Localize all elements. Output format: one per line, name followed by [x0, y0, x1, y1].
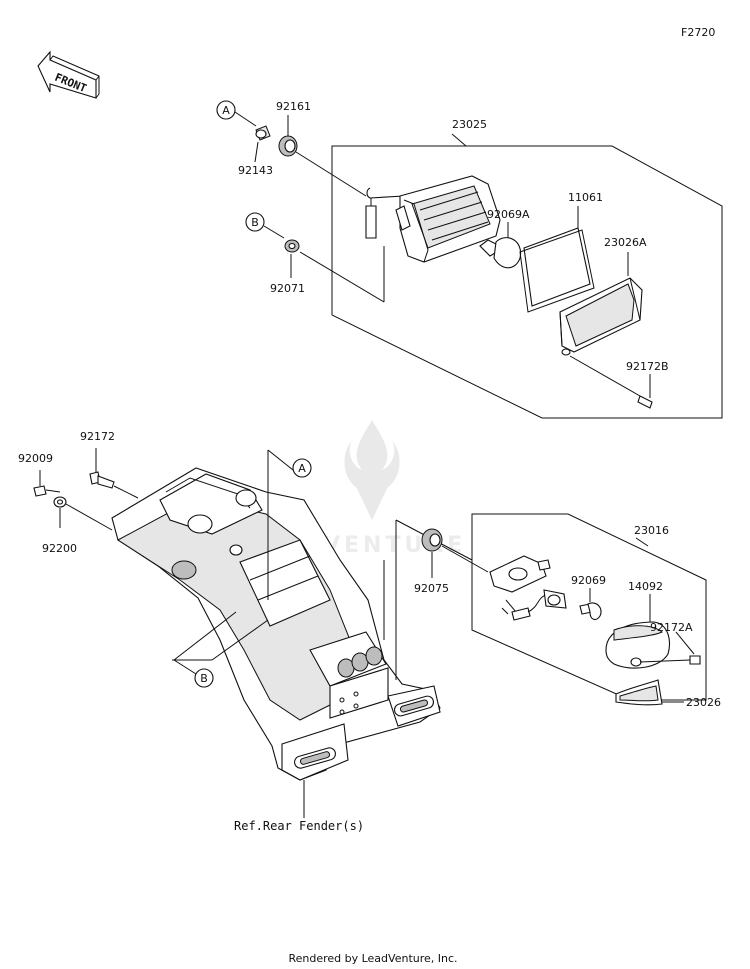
part-label-92069A: 92069A	[487, 208, 530, 221]
svg-text:A: A	[298, 462, 306, 475]
reference-note: Ref.Rear Fender(s)	[234, 819, 364, 833]
diagram-code: F2720	[681, 26, 715, 39]
part-label-11061: 11061	[568, 191, 603, 204]
rear-fender-reference: Ref.Rear Fender(s)	[234, 780, 364, 833]
part-92075-grommet	[421, 528, 489, 578]
part-label-14092: 14092	[628, 580, 663, 593]
svg-text:A: A	[222, 104, 230, 117]
callout-a-lower: A	[267, 449, 312, 478]
part-92071-nut	[284, 239, 385, 303]
callout-a-upper: A	[216, 100, 257, 127]
part-23026A-lens	[559, 252, 643, 356]
svg-text:B: B	[251, 216, 259, 229]
footer-credit: Rendered by LeadVenture, Inc.	[288, 952, 457, 965]
part-92200-washer	[53, 496, 113, 531]
part-92069-bulb	[579, 588, 602, 621]
part-label-92161: 92161	[276, 100, 311, 113]
part-14092-cover	[605, 594, 671, 669]
part-label-92071: 92071	[270, 282, 305, 295]
part-92161-grommet	[278, 115, 367, 197]
part-label-23026: 23026	[686, 696, 721, 709]
part-label-23026A: 23026A	[604, 236, 647, 249]
part-label-92172A: 92172A	[650, 621, 693, 634]
part-label-92009: 92009	[18, 452, 53, 465]
part-92143-spacer	[254, 125, 271, 163]
callout-b-upper: B	[245, 212, 285, 239]
part-23026-lens	[615, 679, 684, 706]
assembly-23025-frame	[331, 133, 723, 419]
part-label-92172: 92172	[80, 430, 115, 443]
part-tail-light-housing	[365, 175, 501, 263]
part-92009-bolt	[33, 470, 61, 497]
part-label-23025: 23025	[452, 118, 487, 131]
part-92172B-screw	[569, 355, 653, 409]
callout-b-lower: B	[173, 659, 214, 688]
part-92172A-screw	[639, 631, 701, 665]
svg-text:B: B	[200, 672, 208, 685]
part-label-92172B: 92172B	[626, 360, 669, 373]
part-label-92200: 92200	[42, 542, 77, 555]
part-license-light-housing	[489, 555, 567, 621]
part-label-92075: 92075	[414, 582, 449, 595]
part-92069A-bulb	[479, 222, 522, 269]
part-rear-fender-bracket	[111, 450, 441, 781]
part-label-23016: 23016	[634, 524, 669, 537]
part-label-92069: 92069	[571, 574, 606, 587]
part-92172-screw	[89, 448, 139, 499]
part-11061-gasket	[519, 206, 595, 313]
part-label-92143: 92143	[238, 164, 273, 177]
front-arrow-icon: FRONT	[37, 50, 100, 99]
